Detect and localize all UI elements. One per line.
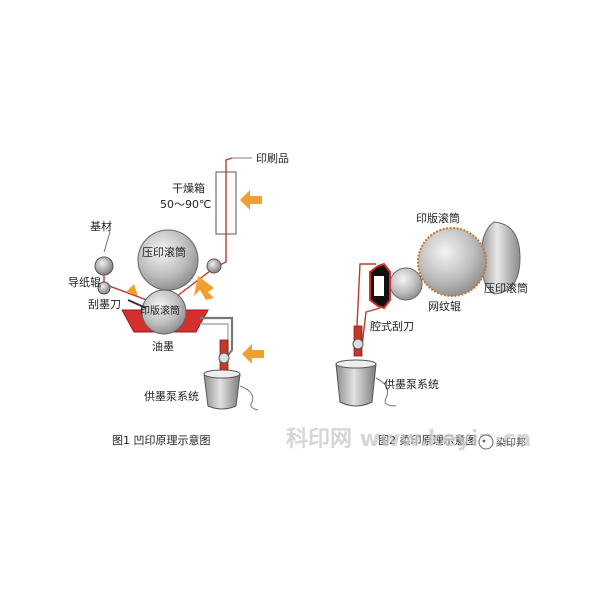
label-chamber-blade: 腔式刮刀 bbox=[370, 319, 414, 333]
bucket-cable bbox=[239, 385, 259, 411]
flexo-ink-bucket bbox=[335, 363, 377, 407]
label-impression-cylinder: 压印滚筒 bbox=[142, 245, 186, 259]
arrow-web-entry bbox=[116, 280, 138, 296]
label-anilox-roller: 网纹辊 bbox=[428, 299, 461, 313]
doctor-blade bbox=[127, 299, 147, 309]
label-doctor-blade: 刮墨刀 bbox=[88, 297, 121, 311]
label-dryer: 干燥箱 bbox=[172, 181, 205, 195]
substrate-roll bbox=[94, 256, 114, 276]
chamber-blade-window bbox=[374, 276, 384, 296]
guide-roller-left bbox=[97, 281, 111, 295]
web-path bbox=[103, 157, 233, 303]
label-guide-roller: 导纸辊 bbox=[68, 275, 101, 289]
label-flexo-plate-cylinder: 印版滚筒 bbox=[416, 211, 460, 225]
flexo-bucket-rim bbox=[335, 359, 377, 369]
label-flexo-ink-supply: 供墨泵系统 bbox=[384, 377, 439, 391]
wechat-icon bbox=[478, 434, 494, 450]
watermark: 科印网 www.keyin.cn 染印邦 bbox=[286, 427, 531, 452]
flexo-impression-cylinder bbox=[481, 221, 521, 295]
watermark-text: 科印网 www.keyin.cn bbox=[286, 427, 531, 452]
ink-pump-gear bbox=[218, 352, 230, 364]
flexo-plate-cylinder bbox=[417, 227, 487, 297]
label-printed-product: 印刷品 bbox=[256, 152, 289, 165]
arrow-pump bbox=[242, 344, 264, 364]
ink-bucket-rim bbox=[203, 369, 241, 379]
label-dryer-temp: 50～90℃ bbox=[160, 198, 211, 211]
anilox-roller bbox=[389, 267, 423, 301]
label-plate-cylinder: 印版滚筒 bbox=[140, 304, 180, 317]
plate-cylinder bbox=[141, 289, 187, 335]
label-ink-supply: 供墨泵系统 bbox=[144, 389, 199, 403]
figure1-diagram: 印刷品 干燥箱 50～90℃ 基材 压印滚筒 导纸辊 刮墨刀 印版滚筒 油墨 供… bbox=[68, 152, 289, 447]
impression-cylinder bbox=[137, 229, 199, 291]
wechat-icon-dot bbox=[482, 439, 486, 443]
flexo-bucket-cable bbox=[375, 377, 397, 407]
ink-bucket bbox=[203, 373, 241, 410]
label-ink: 油墨 bbox=[152, 339, 174, 353]
substrate-leader bbox=[103, 231, 111, 253]
flexo-ink-pipe-2 bbox=[361, 307, 381, 347]
figure2-caption: 图2 柔印原理示意图 bbox=[378, 433, 477, 447]
ink-pipe bbox=[200, 316, 234, 359]
flexo-ink-pipe bbox=[355, 263, 376, 347]
flexo-pump-gear bbox=[352, 338, 364, 350]
figure2-diagram: 印版滚筒 压印滚筒 网纹辊 腔式刮刀 供墨泵系统 图2 柔印原理示意图 bbox=[335, 211, 528, 447]
arrow-impression bbox=[194, 276, 214, 300]
arrow-dryer bbox=[240, 190, 262, 210]
watermark-badge: 染印邦 bbox=[496, 436, 526, 449]
guide-roller-right bbox=[206, 258, 222, 274]
figure1-caption: 图1 凹印原理示意图 bbox=[112, 433, 211, 447]
label-substrate: 基材 bbox=[90, 219, 112, 233]
label-flexo-impression-cylinder: 压印滚筒 bbox=[484, 281, 528, 295]
